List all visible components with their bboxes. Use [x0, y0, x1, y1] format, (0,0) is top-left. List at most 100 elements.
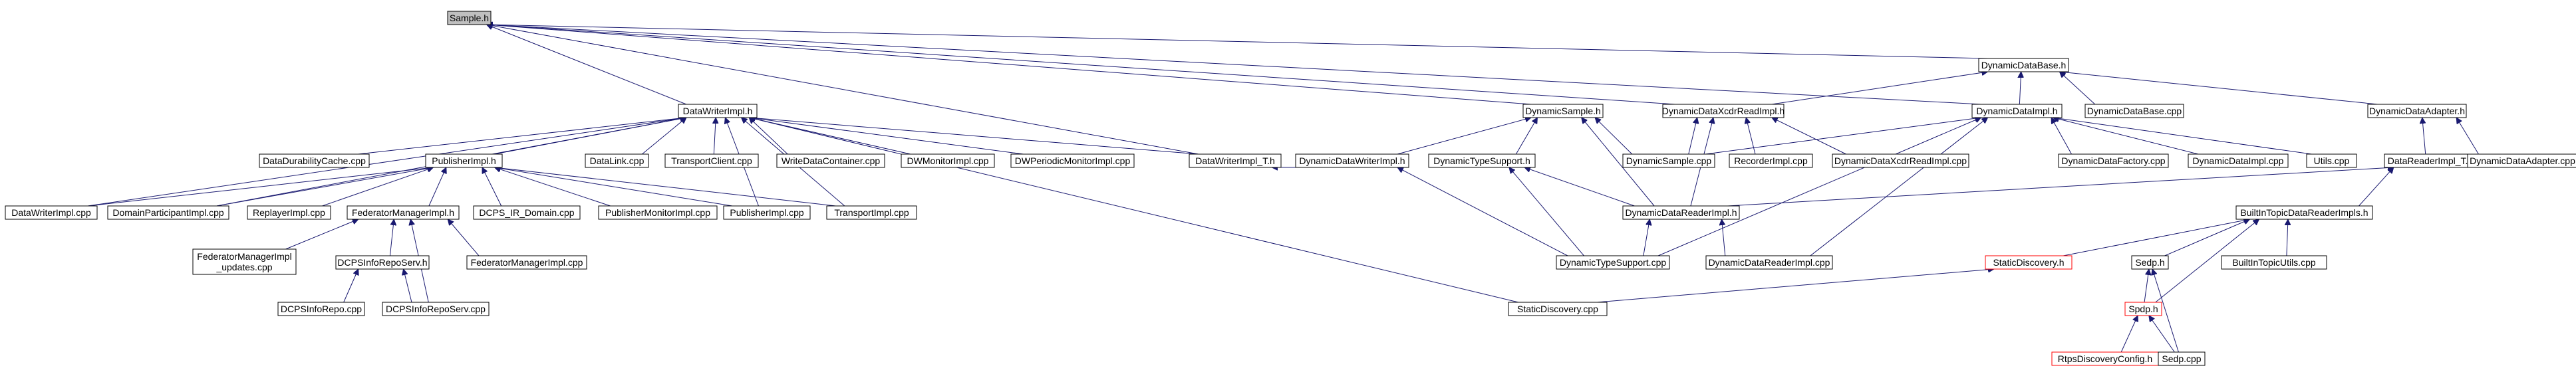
node-box[interactable] — [466, 255, 587, 270]
node-replayerimpl_cpp[interactable]: ReplayerImpl.cpp — [247, 205, 331, 220]
node-transportimpl_cpp[interactable]: TransportImpl.cpp — [826, 205, 917, 220]
node-sample_h[interactable]: Sample.h — [447, 11, 492, 25]
node-box[interactable] — [473, 205, 581, 220]
node-federatormanagerimpl_updates_cpp[interactable]: FederatorManagerImpl_updates.cpp — [192, 248, 297, 275]
node-dynamicdataadapter_cpp[interactable]: DynamicDataAdapter.cpp — [2467, 153, 2576, 168]
node-box[interactable] — [2221, 255, 2327, 270]
node-box[interactable] — [1622, 153, 1715, 168]
node-box[interactable] — [1295, 153, 1409, 168]
node-box[interactable] — [664, 153, 759, 168]
node-box[interactable] — [1556, 255, 1670, 270]
node-dynamictypesupport_h[interactable]: DynamicTypeSupport.h — [1428, 153, 1536, 168]
node-box[interactable] — [447, 11, 492, 25]
node-dynamicdataadapter_h[interactable]: DynamicDataAdapter.h — [2367, 104, 2467, 118]
node-box[interactable] — [2058, 153, 2169, 168]
node-dynamicdatareaderimpl_h[interactable]: DynamicDataReaderImpl.h — [1622, 205, 1740, 220]
node-box[interactable] — [901, 153, 995, 168]
node-federatormanagerimpl_cpp[interactable]: FederatorManagerImpl.cpp — [466, 255, 587, 270]
edge-datawriterimpl_cpp-to-publisherimpl_h — [88, 167, 433, 207]
node-dwmonitorimpl_cpp[interactable]: DWMonitorImpl.cpp — [901, 153, 995, 168]
node-box[interactable] — [259, 153, 370, 168]
node-box[interactable] — [347, 205, 460, 220]
node-datareaderimpl_t_h[interactable]: DataReaderImpl_T.h — [2384, 153, 2477, 168]
node-federatormanagerimpl_h[interactable]: FederatorManagerImpl.h — [347, 205, 460, 220]
node-box[interactable] — [5, 205, 98, 220]
node-dcpsinforeposerv_cpp[interactable]: DCPSInfoRepoServ.cpp — [382, 302, 490, 316]
node-box[interactable] — [382, 302, 490, 316]
node-dynamicdatabase_h[interactable]: DynamicDataBase.h — [1978, 58, 2069, 72]
node-recorderimpl_cpp[interactable]: RecorderImpl.cpp — [1729, 153, 1813, 168]
node-dynamicdatafactory_cpp[interactable]: DynamicDataFactory.cpp — [2058, 153, 2169, 168]
node-sedp_h[interactable]: Sedp.h — [2131, 255, 2169, 270]
node-staticdiscovery_cpp[interactable]: StaticDiscovery.cpp — [1508, 302, 1608, 316]
node-dcpsinforepo_cpp[interactable]: DCPSInfoRepo.cpp — [277, 302, 365, 316]
node-utils_cpp[interactable]: Utils.cpp — [2306, 153, 2357, 168]
node-box[interactable] — [247, 205, 331, 220]
node-dcpsinforeposerv_h[interactable]: DCPSInfoRepoServ.h — [335, 255, 430, 270]
node-rtpsdiscoveryconfig_h[interactable]: RtpsDiscoveryConfig.h — [2051, 351, 2159, 366]
node-builtintopicdatareaderimpls_h[interactable]: BuiltInTopicDataReaderImpls.h — [2235, 205, 2373, 220]
node-domainparticipantimpl_cpp[interactable]: DomainParticipantImpl.cpp — [107, 205, 229, 220]
node-box[interactable] — [277, 302, 365, 316]
node-box[interactable] — [1971, 104, 2063, 118]
node-datadurabilitycache_cpp[interactable]: DataDurabilityCache.cpp — [259, 153, 370, 168]
node-datalink_cpp[interactable]: DataLink.cpp — [585, 153, 649, 168]
node-box[interactable] — [1622, 205, 1740, 220]
node-box[interactable] — [1428, 153, 1536, 168]
node-dynamicdataimpl_cpp[interactable]: DynamicDataImpl.cpp — [2188, 153, 2289, 168]
node-box[interactable] — [425, 153, 503, 168]
node-box[interactable] — [1978, 58, 2069, 72]
node-dynamicsample_cpp[interactable]: DynamicSample.cpp — [1622, 153, 1715, 168]
node-box[interactable] — [2124, 302, 2162, 316]
node-box[interactable] — [335, 255, 430, 270]
node-box[interactable] — [2367, 104, 2467, 118]
node-box[interactable] — [2158, 351, 2206, 366]
node-box[interactable] — [776, 153, 885, 168]
node-dcps_ir_domain_cpp[interactable]: DCPS_IR_Domain.cpp — [473, 205, 581, 220]
node-builtintopicutils_cpp[interactable]: BuiltInTopicUtils.cpp — [2221, 255, 2327, 270]
node-box[interactable] — [1705, 255, 1833, 270]
node-box[interactable] — [1189, 153, 1282, 168]
node-dwperiodicmonitorimpl_cpp[interactable]: DWPeriodicMonitorImpl.cpp — [1010, 153, 1135, 168]
node-box[interactable] — [1508, 302, 1608, 316]
node-box[interactable] — [2467, 153, 2576, 168]
node-box[interactable] — [1985, 255, 2073, 270]
node-box[interactable] — [2084, 104, 2184, 118]
node-datawriterimpl_cpp[interactable]: DataWriterImpl.cpp — [5, 205, 98, 220]
node-dynamicdatareaderimpl_cpp[interactable]: DynamicDataReaderImpl.cpp — [1705, 255, 1833, 270]
node-publisherimpl_cpp[interactable]: PublisherImpl.cpp — [723, 205, 811, 220]
node-box[interactable] — [2235, 205, 2373, 220]
node-box[interactable] — [192, 248, 297, 275]
node-box[interactable] — [723, 205, 811, 220]
node-box[interactable] — [1832, 153, 1969, 168]
node-publisherimpl_h[interactable]: PublisherImpl.h — [425, 153, 503, 168]
node-staticdiscovery_h[interactable]: StaticDiscovery.h — [1985, 255, 2073, 270]
node-datawriterimpl_t_h[interactable]: DataWriterImpl_T.h — [1189, 153, 1282, 168]
node-box[interactable] — [678, 104, 758, 118]
node-writedatacontainer_cpp[interactable]: WriteDataContainer.cpp — [776, 153, 885, 168]
node-dynamicdatawriterimpl_h[interactable]: DynamicDataWriterImpl.h — [1295, 153, 1409, 168]
node-dynamicdataimpl_h[interactable]: DynamicDataImpl.h — [1971, 104, 2063, 118]
node-box[interactable] — [585, 153, 649, 168]
node-box[interactable] — [1010, 153, 1135, 168]
node-dynamicdataxcdrreadimpl_h[interactable]: DynamicDataXcdrReadImpl.h — [1662, 104, 1785, 118]
node-dynamicdatabase_cpp[interactable]: DynamicDataBase.cpp — [2084, 104, 2184, 118]
node-transportclient_cpp[interactable]: TransportClient.cpp — [664, 153, 759, 168]
node-sedp_cpp[interactable]: Sedp.cpp — [2158, 351, 2206, 366]
node-datawriterimpl_h[interactable]: DataWriterImpl.h — [678, 104, 758, 118]
node-label: DataWriterImpl_T.h — [1195, 155, 1275, 166]
node-dynamicsample_h[interactable]: DynamicSample.h — [1522, 104, 1604, 118]
node-box[interactable] — [2131, 255, 2169, 270]
node-box[interactable] — [2306, 153, 2357, 168]
node-spdp_h[interactable]: Spdp.h — [2124, 302, 2162, 316]
node-box[interactable] — [598, 205, 718, 220]
node-box[interactable] — [2188, 153, 2289, 168]
node-dynamictypesupport_cpp[interactable]: DynamicTypeSupport.cpp — [1556, 255, 1670, 270]
node-box[interactable] — [1729, 153, 1813, 168]
node-box[interactable] — [107, 205, 229, 220]
node-publishermonitorimpl_cpp[interactable]: PublisherMonitorImpl.cpp — [598, 205, 718, 220]
node-box[interactable] — [1522, 104, 1604, 118]
node-box[interactable] — [1662, 104, 1785, 118]
node-dynamicdataxcdrreadimpl_cpp[interactable]: DynamicDataXcdrReadImpl.cpp — [1832, 153, 1969, 168]
node-box[interactable] — [826, 205, 917, 220]
